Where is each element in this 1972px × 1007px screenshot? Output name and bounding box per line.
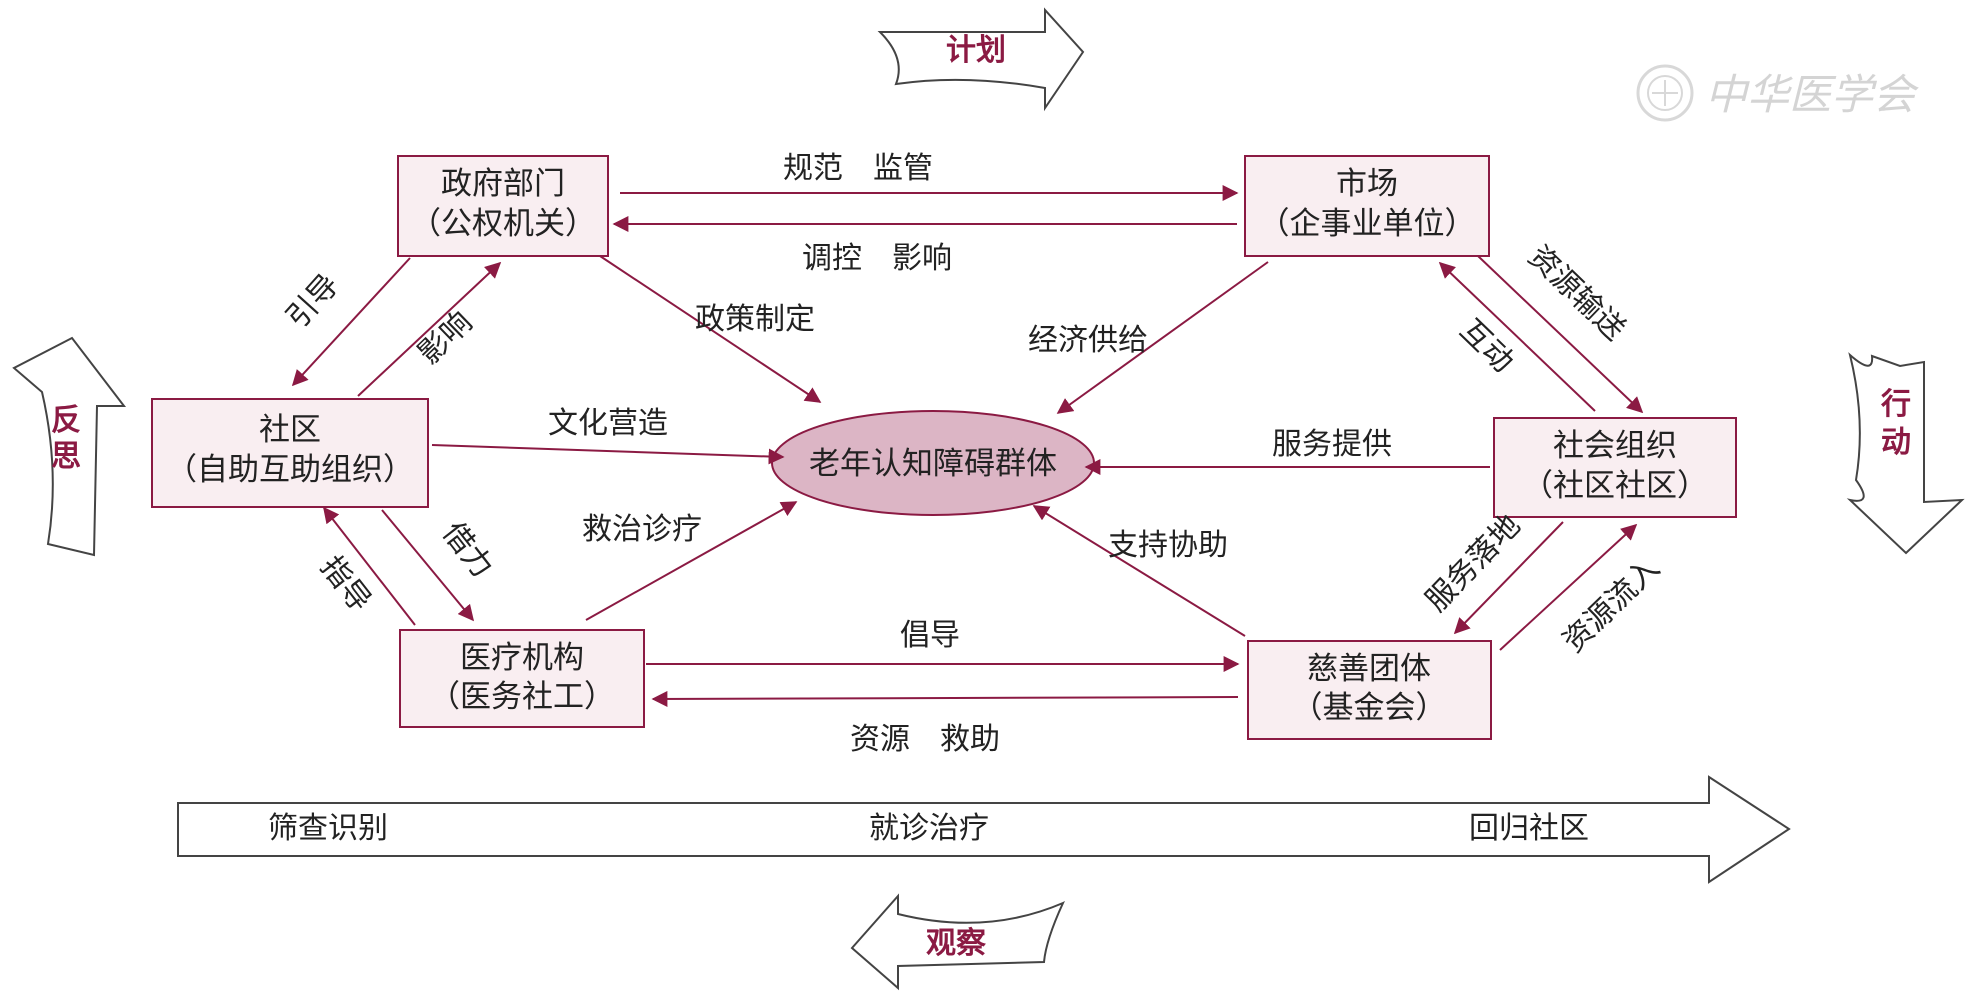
stage-treatment: 就诊治疗 <box>869 811 989 846</box>
edge-label-social-center: 服务提供 <box>1272 427 1392 462</box>
arrow-community-to-center <box>431 444 785 465</box>
arrow-charity-to-medical <box>651 690 1239 707</box>
edge-label-community-medical: 借力 <box>435 516 500 585</box>
edge-label-market-gov: 调控 影响 <box>802 241 952 276</box>
center-label: 老年认知障碍群体 <box>809 446 1057 482</box>
edge-label-charity-medical: 资源 救助 <box>850 722 1000 757</box>
stage-screening: 筛查识别 <box>268 811 388 846</box>
node-community: 社区 （自助互助组织） <box>151 398 429 508</box>
node-social-org-line1: 社会组织 <box>1553 428 1677 464</box>
relation-arrows <box>291 185 1644 707</box>
edge-label-social-market: 互动 <box>1453 313 1520 380</box>
node-charity-line1: 慈善团体 <box>1307 651 1431 687</box>
edge-label-gov-community: 引导 <box>280 268 346 336</box>
arrow-market-to-center <box>1056 261 1269 414</box>
stage-return-community: 回归社区 <box>1469 811 1589 846</box>
node-market: 市场 （企事业单位） <box>1244 155 1490 257</box>
cycle-arrow-observe: 观察 <box>850 893 1065 991</box>
edge-label-medical-charity: 倡导 <box>900 618 960 653</box>
edge-label-charity-center: 支持协助 <box>1108 528 1228 563</box>
arrow-social-to-market <box>1438 261 1596 412</box>
node-government: 政府部门 （公权机关） <box>397 155 609 257</box>
edge-label-community-gov: 影响 <box>412 305 479 372</box>
cycle-label-action-2: 动 <box>1881 425 1911 460</box>
cycle-label-action: 行 <box>1880 387 1911 422</box>
edge-label-medical-center: 救治诊疗 <box>582 512 702 547</box>
logo-text: 中华医学会 <box>1705 70 1919 119</box>
cycle-arrow-reflect: 反思 <box>12 336 127 557</box>
arrow-gov-to-center <box>599 255 822 403</box>
edge-label-gov-market: 规范 监管 <box>783 151 933 186</box>
edge-label-charity-social: 资源流入 <box>1556 551 1667 660</box>
arrow-gov-to-community <box>291 257 411 387</box>
cycle-label-reflect: 反思 <box>51 403 81 474</box>
node-community-line1: 社区 <box>259 412 321 448</box>
node-medical-line2: （医务社工） <box>429 679 615 715</box>
arrow-community-to-medical <box>381 509 475 622</box>
node-social-org: 社会组织 （社区社区） <box>1493 417 1737 518</box>
edge-label-market-center: 经济供给 <box>1028 323 1148 358</box>
cycle-label-observe: 观察 <box>926 926 987 961</box>
node-charity: 慈善团体 （基金会） <box>1247 640 1492 740</box>
node-community-line2: （自助互助组织） <box>166 452 414 488</box>
arrow-medical-to-center <box>585 501 798 621</box>
edge-label-social-charity: 服务落地 <box>1419 508 1528 619</box>
arrow-charity-to-social <box>1499 523 1638 651</box>
edge-label-community-center: 文化营造 <box>548 406 668 441</box>
process-arrow: 筛查识别 就诊治疗 回归社区 <box>177 775 1791 884</box>
seal-icon <box>1636 64 1694 122</box>
node-medical: 医疗机构 （医务社工） <box>399 629 645 728</box>
node-charity-line2: （基金会） <box>1292 690 1447 726</box>
node-market-line1: 市场 <box>1336 166 1398 202</box>
arrow-community-to-gov <box>357 261 502 397</box>
node-market-line2: （企事业单位） <box>1259 206 1476 242</box>
node-government-line1: 政府部门 <box>441 166 565 202</box>
node-government-line2: （公权机关） <box>410 206 596 242</box>
cycle-arrow-plan: 计划 <box>877 7 1085 112</box>
center-node: 老年认知障碍群体 <box>771 410 1095 516</box>
edge-label-gov-center: 政策制定 <box>695 302 815 337</box>
watermark-logo: 中华医学会 <box>1636 64 1919 122</box>
cycle-label-plan: 计划 <box>946 33 1006 68</box>
node-medical-line1: 医疗机构 <box>460 640 584 676</box>
cycle-arrow-action: 行 动 <box>1846 352 1965 555</box>
arrow-social-to-charity <box>1453 521 1564 635</box>
node-social-org-line2: （社区社区） <box>1522 468 1708 504</box>
edge-label-medical-community: 指导 <box>313 550 378 619</box>
arrow-market-to-social <box>1477 255 1644 414</box>
arrow-charity-to-center <box>1032 505 1246 637</box>
arrow-medical-to-community <box>323 506 416 626</box>
edge-label-market-social: 资源输送 <box>1521 239 1632 348</box>
